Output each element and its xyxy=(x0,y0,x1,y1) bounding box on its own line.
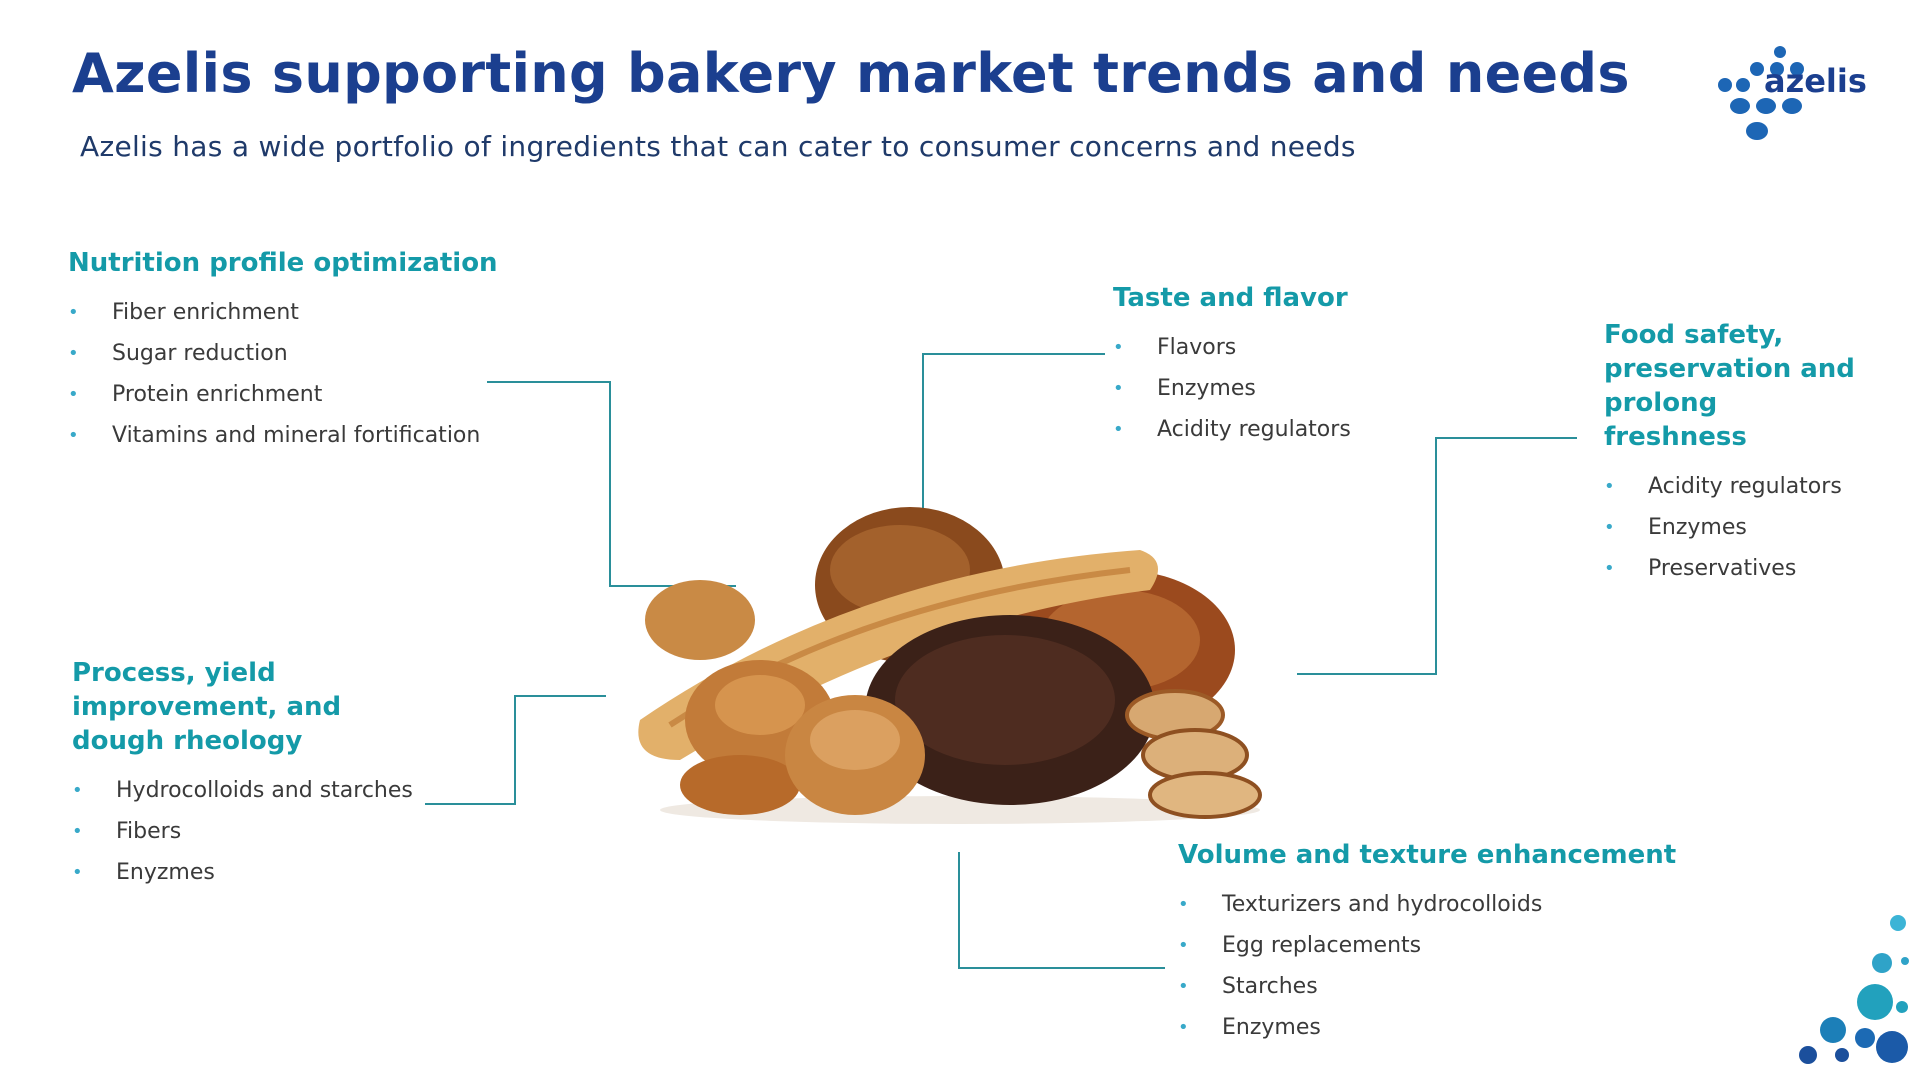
decorative-dots xyxy=(1799,915,1909,1064)
bread-assortment-image xyxy=(638,507,1262,824)
list-item: Hydrocolloids and starches xyxy=(72,770,442,811)
list-item: Enzymes xyxy=(1604,507,1864,548)
list-item: Fiber enrichment xyxy=(68,292,498,333)
list-item: Texturizers and hydrocolloids xyxy=(1178,884,1676,925)
category-nutrition: Nutrition profile optimization Fiber enr… xyxy=(68,246,498,456)
list-item: Flavors xyxy=(1113,327,1351,368)
page-title: Azelis supporting bakery market trends a… xyxy=(72,42,1630,105)
category-food-safety: Food safety, preservation and prolong fr… xyxy=(1604,318,1864,589)
list-item: Acidity regulators xyxy=(1113,409,1351,450)
list-item: Enyzmes xyxy=(72,852,442,893)
list-item: Egg replacements xyxy=(1178,925,1676,966)
list-item: Vitamins and mineral fortification xyxy=(68,415,498,456)
category-taste: Taste and flavor Flavors Enzymes Acidity… xyxy=(1113,281,1351,450)
list-item: Enzymes xyxy=(1113,368,1351,409)
connector-volume xyxy=(958,852,1165,969)
connector-process xyxy=(425,695,606,805)
list-item: Sugar reduction xyxy=(68,333,498,374)
list-item: Starches xyxy=(1178,966,1676,1007)
category-volume: Volume and texture enhancement Texturize… xyxy=(1178,838,1676,1048)
azelis-logo: azelis xyxy=(1710,40,1880,150)
category-heading: Food safety, preservation and prolong fr… xyxy=(1604,320,1855,452)
list-item: Preservatives xyxy=(1604,548,1864,589)
category-process: Process, yield improvement, and dough rh… xyxy=(72,656,442,893)
page-subtitle: Azelis has a wide portfolio of ingredien… xyxy=(80,130,1356,163)
list-item: Enzymes xyxy=(1178,1007,1676,1048)
logo-wordmark: azelis xyxy=(1764,62,1867,100)
list-item: Fibers xyxy=(72,811,442,852)
category-heading: Process, yield improvement, and dough rh… xyxy=(72,658,342,756)
connector-food-safety xyxy=(1297,437,1577,675)
category-heading: Taste and flavor xyxy=(1113,283,1348,313)
connector-taste xyxy=(922,353,1105,508)
category-heading: Volume and texture enhancement xyxy=(1178,840,1677,870)
category-heading: Nutrition profile optimization xyxy=(68,248,498,278)
list-item: Protein enrichment xyxy=(68,374,498,415)
list-item: Acidity regulators xyxy=(1604,466,1864,507)
